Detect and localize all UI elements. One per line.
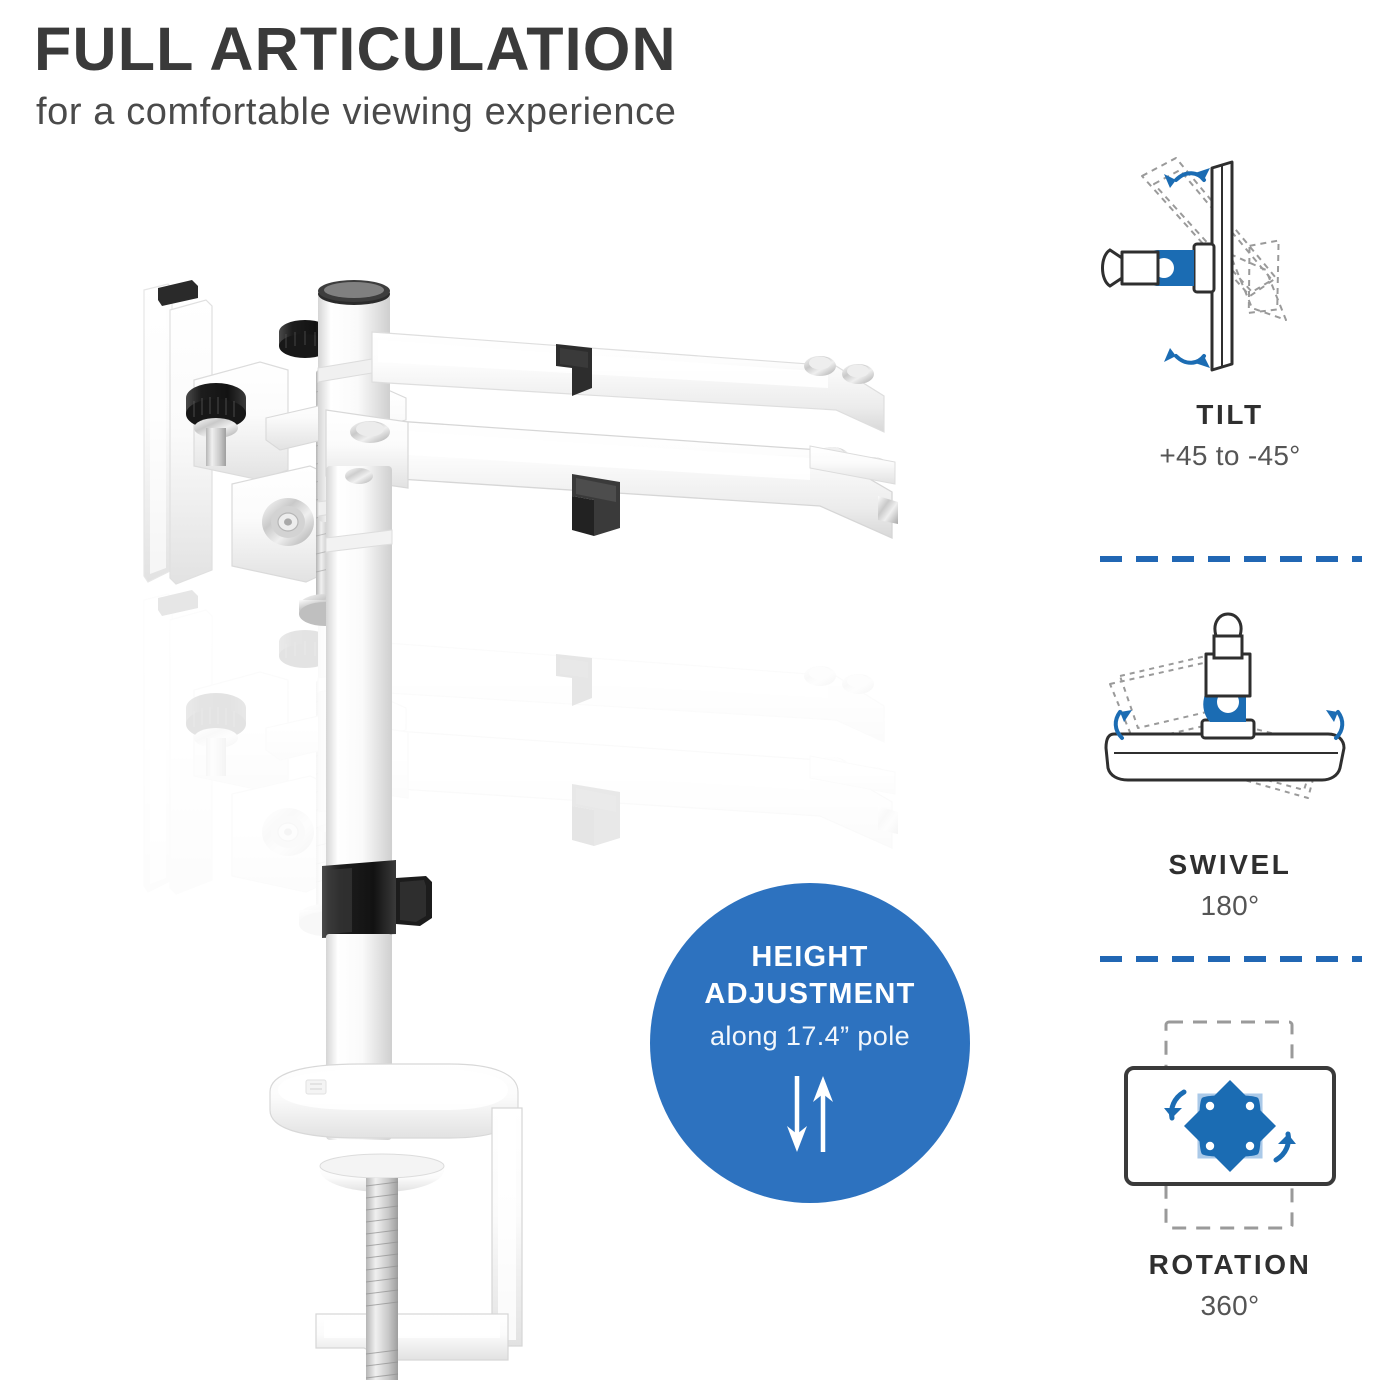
feature-panel-rotation: ROTATION 360° <box>1060 1000 1400 1322</box>
feature-value-rotation: 360° <box>1200 1289 1260 1321</box>
monitor-swivel-top-view-icon <box>1080 600 1380 850</box>
dashed-blue-divider <box>1100 956 1362 962</box>
badge-line-1: HEIGHT <box>751 941 869 973</box>
feature-panel-swivel: SWIVEL 180° <box>1060 600 1400 922</box>
feature-value-tilt: +45 to -45° <box>1159 439 1301 471</box>
feature-title-rotation: ROTATION <box>1148 1249 1312 1280</box>
page-subtitle: for a comfortable viewing experience <box>36 91 677 134</box>
badge-line-2: ADJUSTMENT <box>704 978 916 1011</box>
feature-value-swivel: 180° <box>1200 889 1260 921</box>
dashed-blue-divider <box>1100 556 1362 562</box>
height-adjustment-badge: HEIGHT ADJUSTMENT along 17.4” pole <box>650 883 970 1203</box>
page-title: FULL ARTICULATION <box>34 15 677 83</box>
feature-rail: TILT +45 to -45° <box>1060 150 1400 1360</box>
monitor-tilt-side-view-icon <box>1080 150 1380 400</box>
badge-line-3: along 17.4” pole <box>709 1021 911 1052</box>
product-photo <box>120 270 980 1380</box>
header: FULL ARTICULATION for a comfortable view… <box>34 18 1034 134</box>
height-adjust-collar <box>322 860 432 938</box>
desk-base-plate <box>269 1063 519 1139</box>
monitor-rotation-vesa-icon <box>1080 1000 1380 1250</box>
feature-title-tilt: TILT <box>1196 399 1264 430</box>
mount-pole-and-clamp <box>269 740 523 1380</box>
feature-title-swivel: SWIVEL <box>1168 849 1292 880</box>
up-down-arrows-icon <box>767 1072 853 1161</box>
threaded-rod <box>365 1178 399 1380</box>
feature-panel-tilt: TILT +45 to -45° <box>1060 150 1400 472</box>
c-clamp <box>315 1107 523 1361</box>
